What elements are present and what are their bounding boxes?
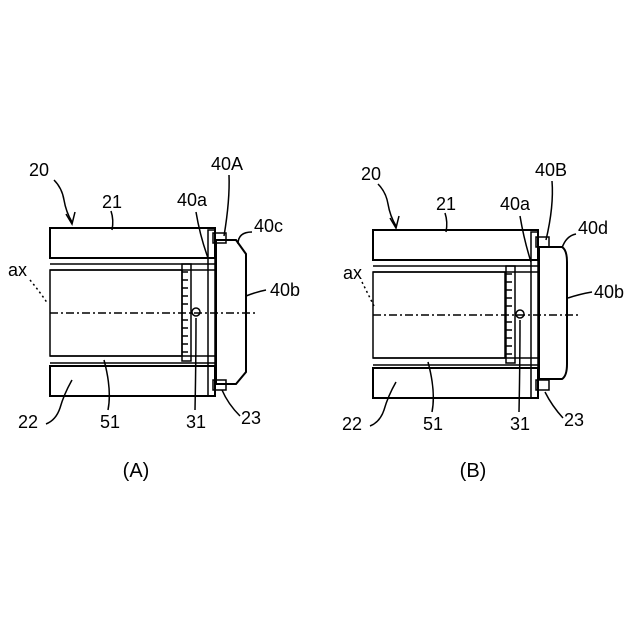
labels-b: 20 21 40B 40a 40d 40b ax 22 51 31 23 bbox=[342, 160, 624, 434]
label-pin-b: 31 bbox=[510, 414, 530, 434]
label-axis-a: ax bbox=[8, 260, 27, 280]
label-seal-b: 23 bbox=[564, 410, 584, 430]
label-cap-inner-b: 40a bbox=[500, 194, 531, 214]
outer-tube-a bbox=[50, 228, 215, 258]
label-inner-tube-a: 22 bbox=[18, 412, 38, 432]
label-axis-b: ax bbox=[343, 263, 362, 283]
label-core-b: 51 bbox=[423, 414, 443, 434]
label-cap-a: 40A bbox=[211, 154, 243, 174]
figure-b bbox=[373, 230, 578, 398]
outer-tube-b bbox=[373, 230, 538, 260]
label-cap-outer-a: 40b bbox=[270, 280, 300, 300]
label-cap-inner-a: 40a bbox=[177, 190, 208, 210]
caption-b: (B) bbox=[460, 460, 487, 482]
label-pin-a: 31 bbox=[186, 412, 206, 432]
cap-b bbox=[539, 247, 567, 379]
lower-tube-b bbox=[373, 368, 538, 398]
label-cap-outer-b: 40b bbox=[594, 282, 624, 302]
lower-tube-a bbox=[50, 366, 215, 396]
label-cap-corner-b: 40d bbox=[578, 218, 608, 238]
label-outer-tube-b: 21 bbox=[436, 194, 456, 214]
label-core-a: 51 bbox=[100, 412, 120, 432]
caption-a: (A) bbox=[123, 460, 150, 482]
pin-a bbox=[192, 308, 200, 316]
cap-a bbox=[216, 240, 246, 384]
label-assembly-a: 20 bbox=[29, 160, 49, 180]
figure-a bbox=[50, 228, 255, 396]
label-inner-tube-b: 22 bbox=[342, 414, 362, 434]
label-assembly-b: 20 bbox=[361, 164, 381, 184]
label-cap-b: 40B bbox=[535, 160, 567, 180]
pin-b bbox=[516, 310, 524, 318]
label-outer-tube-a: 21 bbox=[102, 192, 122, 212]
labels-a: 20 21 40A 40a 40c 40b ax 22 51 31 23 bbox=[8, 154, 300, 432]
label-cap-corner-a: 40c bbox=[254, 216, 283, 236]
label-seal-a: 23 bbox=[241, 408, 261, 428]
